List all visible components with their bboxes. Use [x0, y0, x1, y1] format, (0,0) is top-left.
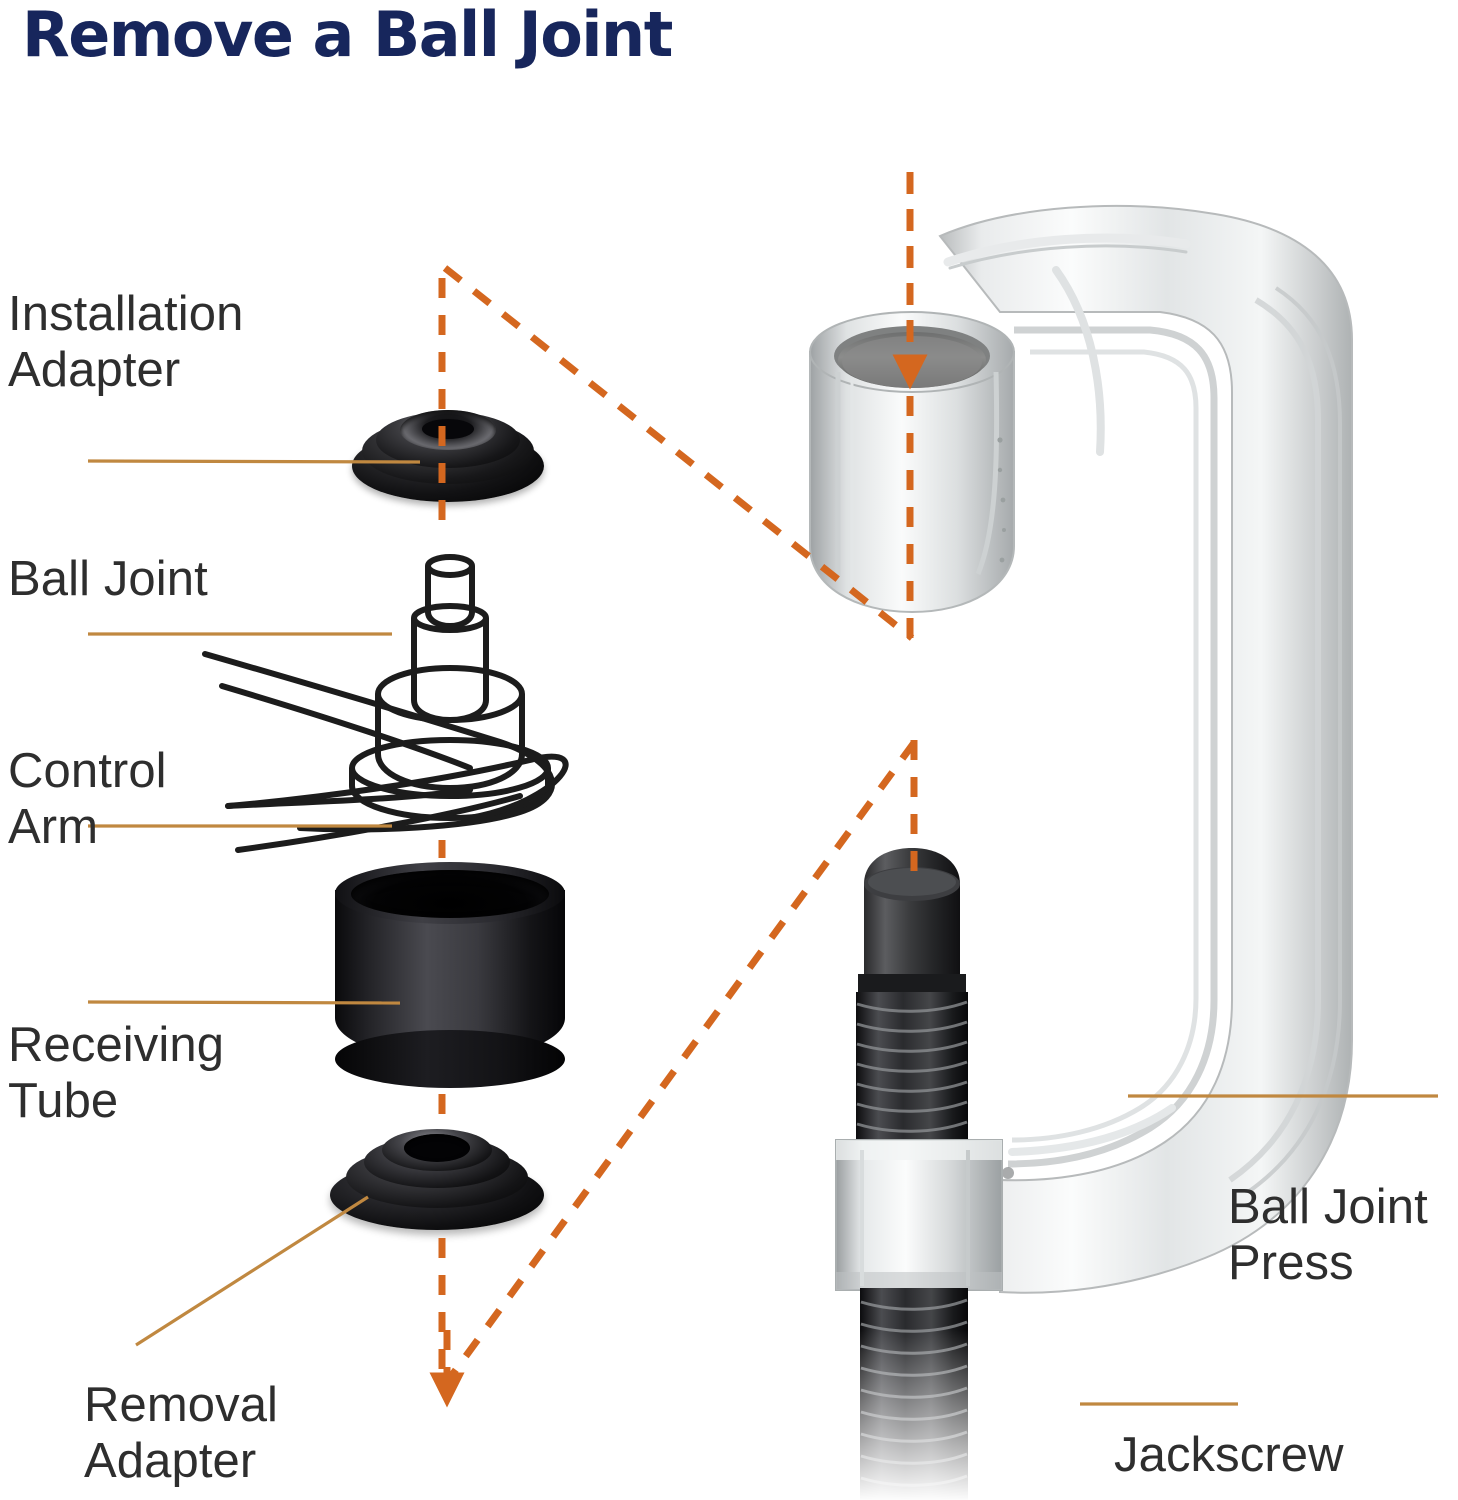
leader-installation-adapter	[87, 459, 421, 464]
tube-bottom-edge	[335, 1030, 565, 1088]
label-ball-joint-press: Ball Joint Press	[1228, 1180, 1428, 1290]
label-jackscrew: Jackscrew	[1114, 1428, 1344, 1482]
callout-paths	[429, 172, 928, 1408]
label-ball-joint: Ball Joint	[8, 552, 208, 606]
adapter-bore	[422, 419, 474, 439]
label-installation-adapter: Installation Adapter	[8, 287, 244, 397]
leader-lines	[87, 459, 1438, 1406]
installation-adapter-part	[352, 404, 544, 508]
ball-joint-part	[349, 554, 551, 821]
removal-adapter-part	[330, 1124, 544, 1232]
leader-receiving-tube	[87, 1000, 401, 1005]
label-control-arm: Control Arm	[8, 744, 167, 854]
jackscrew-part	[835, 848, 1003, 1500]
receiving-tube-part	[335, 862, 565, 1088]
callout-adapter-diagonal	[442, 265, 915, 641]
label-removal-adapter: Removal Adapter	[84, 1378, 279, 1488]
removal-through-hole	[404, 1134, 470, 1162]
label-receiving-tube: Receiving Tube	[8, 1018, 225, 1128]
callout-jackscrew-diagonal	[441, 737, 919, 1389]
page-title: Remove a Ball Joint	[22, 0, 673, 71]
leader-removal-adapter	[135, 1195, 369, 1347]
tube-bore	[351, 870, 549, 918]
